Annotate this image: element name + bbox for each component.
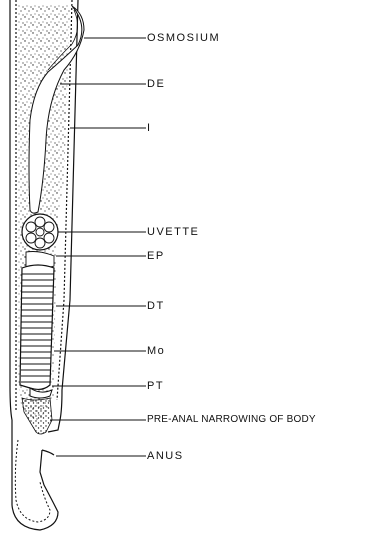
label-mo: Mo: [147, 345, 165, 357]
label-de: DE: [147, 78, 165, 90]
label-dt: DT: [147, 300, 165, 312]
distal-tube: [20, 265, 54, 389]
label-uvette: UVETTE: [147, 226, 199, 238]
label-anus: ANUS: [147, 450, 184, 462]
label-ep: EP: [147, 250, 165, 262]
anus-opening: [42, 450, 54, 455]
label-osmosium: OSMOSIUM: [147, 32, 220, 44]
pre-anal-narrowing: [22, 398, 52, 434]
label-i: I: [147, 122, 152, 134]
uvette: [22, 214, 58, 250]
label-pre-anal-narrowing: PRE-ANAL NARROWING OF BODY: [147, 414, 316, 426]
tail-inner: [15, 440, 50, 522]
label-pt: PT: [147, 380, 164, 392]
